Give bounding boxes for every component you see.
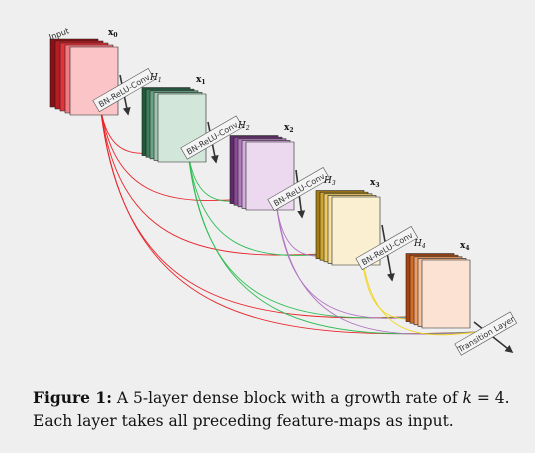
connection-curve — [273, 177, 479, 335]
feature-map-sheet — [421, 259, 471, 329]
stack-3 — [315, 190, 381, 266]
connection-curve — [185, 129, 433, 319]
node-label-x1: x1 — [196, 75, 206, 86]
connection-curve — [97, 82, 343, 256]
stack-2 — [229, 135, 295, 211]
caption-math-var: k — [462, 389, 472, 407]
figure-label: Figure 1: — [33, 388, 112, 407]
layer-label-h4: H4 — [413, 239, 426, 250]
connection-curve — [97, 82, 257, 202]
dense-block-diagram: BN-ReLU-ConvBN-ReLU-ConvBN-ReLU-ConvBN-R… — [48, 26, 518, 356]
layer-label-h3: H3 — [323, 176, 336, 187]
layer-label-h2: H2 — [237, 121, 250, 132]
node-label-x0: x0 — [108, 28, 118, 39]
feature-map-sheet — [331, 196, 381, 266]
caption-text-1: A 5-layer dense block with a growth rate… — [116, 389, 458, 407]
feature-map-stacks — [49, 38, 471, 329]
node-label-x4: x4 — [460, 241, 470, 252]
figure-caption: Figure 1: A 5-layer dense block with a g… — [33, 386, 513, 433]
stack-4 — [405, 253, 471, 329]
layer-label-h1: H1 — [149, 73, 162, 84]
node-label-x2: x2 — [284, 123, 294, 134]
caption-text-2: Each layer takes all preceding feature-m… — [33, 412, 454, 430]
caption-math-rest: = 4. — [476, 389, 510, 407]
node-label-x3: x3 — [370, 178, 380, 189]
